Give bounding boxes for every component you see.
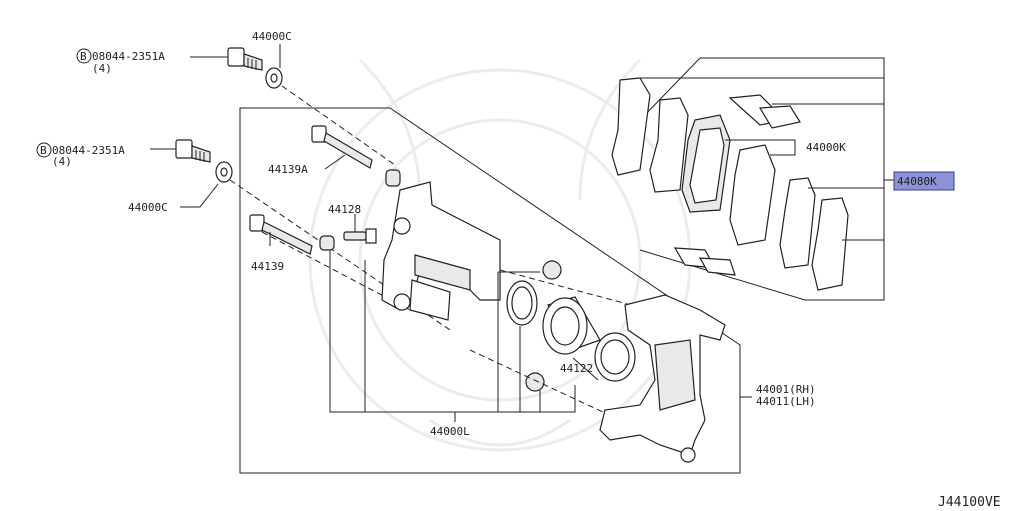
- pad-clip-lower[interactable]: [673, 247, 736, 276]
- label-pin-bolt: 44139: [251, 260, 284, 273]
- pin-bolt-a[interactable]: [311, 125, 373, 169]
- label-bolt-upper: B 08044-2351A (4): [76, 48, 165, 75]
- caliper-housing[interactable]: [599, 294, 726, 463]
- svg-text:08044-2351A: 08044-2351A: [52, 144, 125, 157]
- label-caliper-lh: 44011(LH): [756, 395, 816, 408]
- label-bleeder: 44128: [328, 203, 361, 216]
- label-pad-kit: 44000K: [806, 141, 846, 154]
- dust-nut-lower[interactable]: [525, 372, 545, 392]
- label-caliper-rh: 44001(RH): [756, 383, 816, 396]
- piston-seal[interactable]: [506, 280, 538, 326]
- pad-clip-upper[interactable]: [728, 94, 801, 129]
- bolt-upper[interactable]: [227, 47, 263, 71]
- boot-lower[interactable]: [319, 235, 335, 251]
- svg-text:(4): (4): [52, 155, 72, 168]
- boot-upper[interactable]: [385, 169, 401, 187]
- washer-upper[interactable]: [265, 67, 283, 89]
- label-pad-set-highlighted[interactable]: 44080K: [893, 171, 955, 191]
- dust-nut-upper[interactable]: [542, 260, 562, 280]
- svg-text:B: B: [80, 50, 87, 63]
- shim-outer-1[interactable]: [611, 77, 651, 176]
- svg-text:B: B: [40, 144, 47, 157]
- shim-inner-1[interactable]: [779, 177, 816, 269]
- piston-boot[interactable]: [594, 332, 636, 382]
- svg-text:08044-2351A: 08044-2351A: [92, 50, 165, 63]
- label-piston: 44122: [560, 362, 593, 375]
- piston[interactable]: [542, 296, 601, 355]
- caliper-assembly-frame: [239, 107, 741, 474]
- label-pin-bolt-a: 44139A: [268, 163, 308, 176]
- label-washer-upper: 44000C: [252, 30, 292, 43]
- pad-kit-frame: [639, 57, 885, 301]
- label-washer-lower: 44000C: [128, 201, 168, 214]
- washer-lower[interactable]: [215, 161, 233, 183]
- brake-pad-outer[interactable]: [681, 114, 731, 213]
- label-seal-kit: 44000L: [430, 425, 470, 438]
- svg-text:44080K: 44080K: [897, 175, 937, 188]
- brake-pad-inner[interactable]: [729, 144, 776, 246]
- svg-text:(4): (4): [92, 62, 112, 75]
- shim-inner-2[interactable]: [811, 197, 849, 291]
- pin-bolt[interactable]: [249, 214, 313, 255]
- shim-outer-2[interactable]: [649, 97, 689, 193]
- label-bolt-lower: B 08044-2351A (4): [36, 142, 125, 168]
- caliper-body[interactable]: [381, 181, 501, 321]
- diagram-code: J44100VE: [938, 495, 1001, 510]
- bolt-lower[interactable]: [175, 139, 211, 163]
